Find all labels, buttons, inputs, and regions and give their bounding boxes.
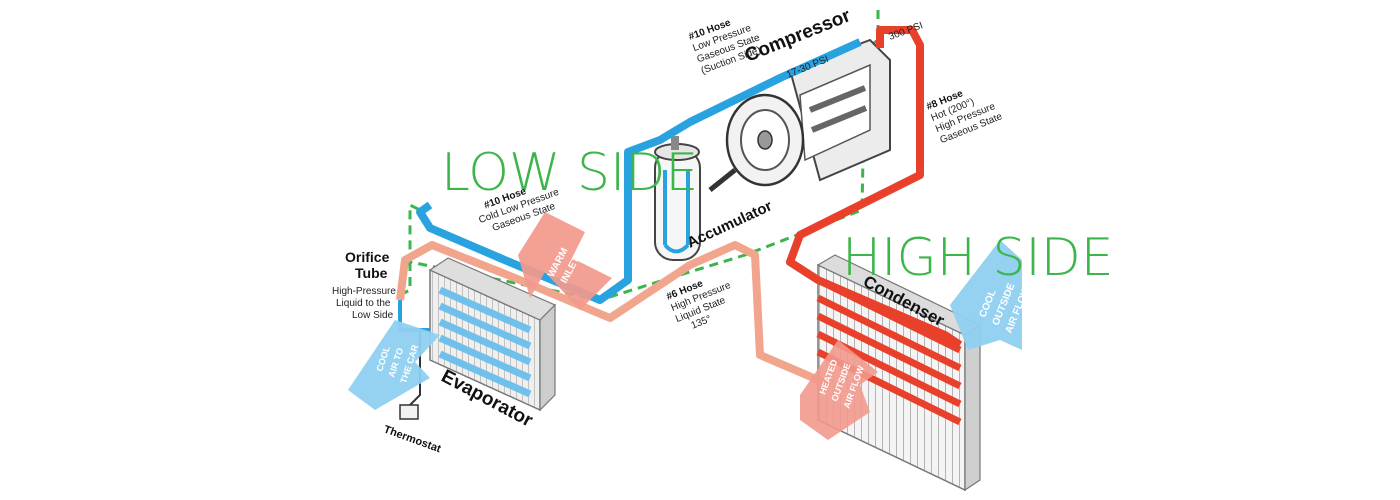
svg-text:Tube: Tube [355, 265, 388, 281]
hot-hose-label: #8 Hose Hot (200°) High Pressure Gaseous… [925, 88, 1004, 146]
condenser [816, 254, 982, 492]
condenser-coil [816, 276, 962, 426]
evaporator-coil [438, 286, 532, 398]
low-pressure-suction-hose [416, 38, 862, 304]
svg-text:High-Pressure: High-Pressure [332, 286, 396, 297]
suction-hose-label: #10 Hose Low Pressure Gaseous State (Suc… [687, 17, 762, 76]
cool-outside-air-arrow: COOL OUTSIDE AIR FLOW [950, 240, 1033, 350]
heated-outside-air-arrow: HEATED OUTSIDE AIR FLOW [800, 340, 878, 440]
orifice-tube-label: Orifice Tube High-Pressure Liquid to the… [332, 249, 396, 321]
liquid-hose-label: #6 Hose High Pressure Liquid State 135° [665, 278, 733, 332]
svg-text:Liquid to the: Liquid to the [336, 298, 391, 309]
svg-text:Low Side: Low Side [352, 310, 394, 321]
low-side-label: LOW SIDE [441, 143, 698, 203]
thermostat-label: Thermostat [382, 424, 443, 456]
accumulator [654, 136, 701, 261]
svg-text:Orifice: Orifice [345, 249, 390, 265]
high-pressure-liquid-hose [396, 241, 832, 389]
cool-air-to-car-arrow: COOL AIR TO THE CAR [348, 320, 440, 410]
high-side-label: HIGH SIDE [842, 228, 1114, 288]
compressor [708, 38, 891, 192]
